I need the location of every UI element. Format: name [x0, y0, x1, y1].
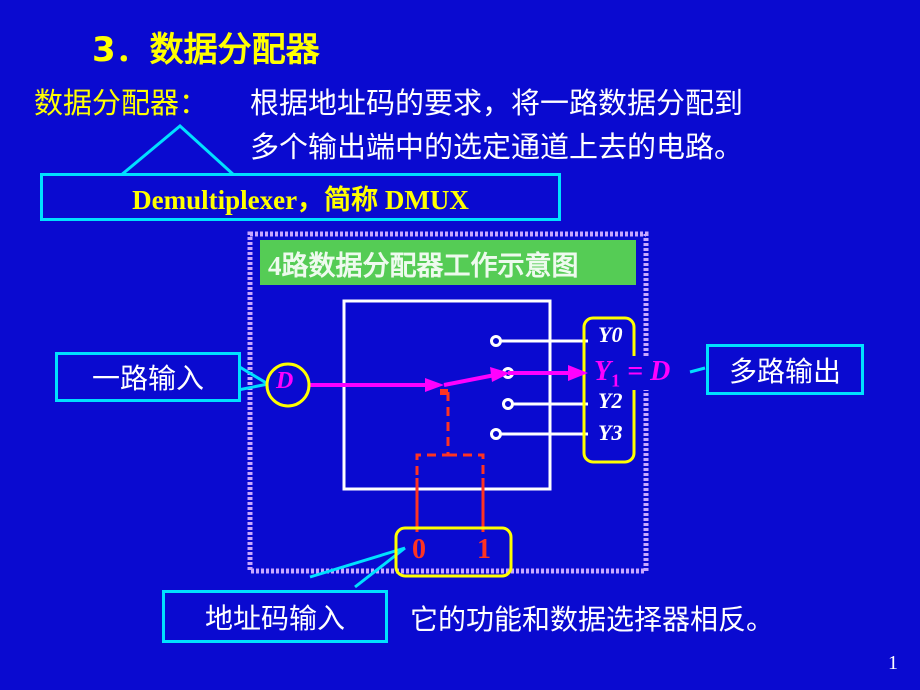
output-y0: Y0 — [598, 322, 623, 347]
output-terminal-0 — [490, 335, 502, 347]
output-y3: Y3 — [598, 420, 623, 445]
multi-output-label: 多路输出 — [728, 354, 841, 388]
address-bit-0: 0 — [412, 534, 426, 565]
definition-line2: 多个输出端中的选定通道上去的电路。 — [250, 130, 744, 164]
diagram-header-bg — [260, 240, 636, 285]
address-control-lines — [415, 392, 485, 475]
address-input-label: 地址码输入 — [204, 601, 345, 635]
address-bits-box — [394, 526, 513, 578]
callout-pointer — [115, 124, 239, 178]
selected-output-label: Y1 = D — [594, 356, 671, 391]
input-symbol: D — [276, 368, 294, 394]
callout-english: Demultiplexer，简称 DMUX — [132, 184, 469, 215]
note-text: 它的功能和数据选择器相反。 — [410, 603, 775, 636]
address-input-label-box: 地址码输入 — [162, 590, 388, 643]
callout-english-box: Demultiplexer，简称 DMUX — [40, 173, 561, 221]
output-terminal-2 — [502, 398, 514, 410]
address-bit-1: 1 — [477, 534, 491, 565]
multi-output-label-box: 多路输出 — [706, 344, 864, 395]
definition-line1: 根据地址码的要求，将一路数据分配到 — [250, 86, 744, 120]
output-terminal-3 — [490, 428, 502, 440]
input-d-circle — [265, 362, 311, 408]
diagram-header: 4路数据分配器工作示意图 — [268, 251, 579, 281]
output-y2: Y2 — [598, 388, 623, 413]
signal-path — [310, 365, 588, 392]
page-number: 1 — [888, 652, 898, 674]
slide-title: 3．数据分配器 — [92, 30, 320, 70]
single-input-label-box: 一路输入 — [55, 352, 241, 402]
demux-box — [342, 299, 552, 491]
definition-term: 数据分配器： — [34, 86, 209, 120]
single-input-label: 一路输入 — [91, 362, 204, 395]
